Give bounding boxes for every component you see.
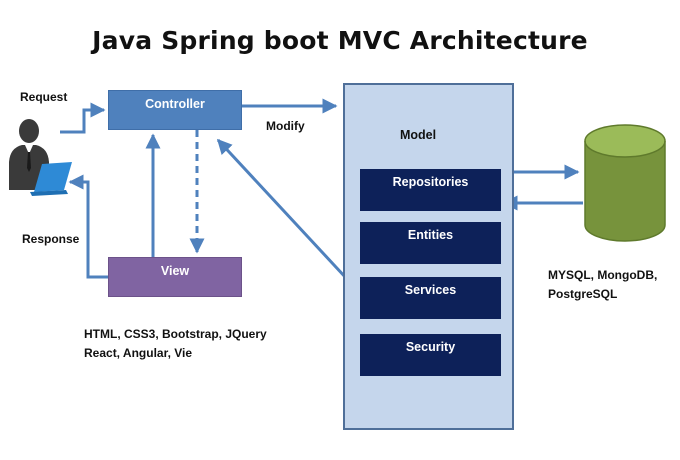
- view-label: View: [160, 264, 190, 278]
- modify-label: Modify: [266, 119, 305, 133]
- model-item-repositories: Repositories: [360, 169, 501, 211]
- model-item-label: Security: [405, 340, 456, 354]
- model-item-label: Repositories: [392, 175, 469, 189]
- controller-label: Controller: [145, 97, 205, 111]
- response-arrow: [68, 174, 108, 279]
- response-label: Response: [22, 232, 80, 246]
- model-item-entities: Entities: [360, 222, 501, 264]
- model-title: Model: [400, 128, 437, 142]
- view-box: View: [108, 257, 242, 297]
- model-item-services: Services: [360, 277, 501, 319]
- diagram-title: Java Spring boot MVC Architecture: [92, 26, 588, 55]
- database-names: MYSQL, MongoDB, PostgreSQL: [548, 266, 657, 304]
- view-technologies: HTML, CSS3, Bootstrap, JQuery React, Ang…: [84, 325, 267, 363]
- database-names-line-1: MYSQL, MongoDB,: [548, 268, 658, 282]
- controller-box: Controller: [108, 90, 242, 130]
- database-names-line-2: PostgreSQL: [548, 287, 618, 301]
- services-to-controller-arrow: [216, 138, 362, 295]
- database-cylinder-icon: [584, 124, 666, 242]
- request-label: Request: [20, 90, 68, 104]
- model-item-label: Entities: [407, 228, 454, 242]
- user-at-laptop-icon: [9, 119, 72, 196]
- model-item-security: Security: [360, 334, 501, 376]
- request-arrow: [60, 102, 106, 134]
- model-item-label: Services: [404, 283, 457, 297]
- view-tech-line-1: HTML, CSS3, Bootstrap, JQuery: [84, 327, 267, 341]
- view-tech-line-2: React, Angular, Vie: [84, 346, 193, 360]
